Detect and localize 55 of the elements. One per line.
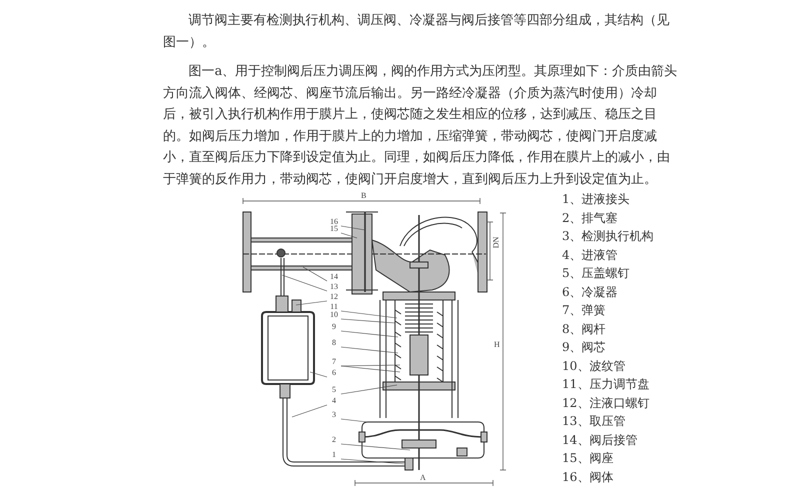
parts-list-item: 14、阀后接管 — [562, 432, 638, 446]
parts-list-item: 11、压力调节盘 — [562, 377, 650, 391]
callout-number: 3 — [327, 410, 341, 419]
leader-line — [340, 346, 398, 354]
paragraph: 调节阀主要有检测执行机构、调压阀、冷凝器与阀后接管等四部分组成，其结构（见图一）。 — [163, 12, 671, 52]
parts-list-item: 15、阀座 — [562, 451, 614, 465]
paragraph: 图一a、用于控制阀后压力调压阀，阀的作用方式为压闭型。其原理如下：介质由箭头方向流入阀体、经阀芯、阀座节流后输出。另一路经冷凝器（介质为蒸汽时使用）冷却后，被引入执行机构作用于膜片上，使阀芯随之发生相应的位移，达到减压、稳压之目的。如阀后压力增加，作用于膜片上的力增加，压缩弹簧，带动阀芯，使阀门开启度减小，直至阀后压力下降到设定值为止。同理，如阀后压力降低，作用在膜片上的减小，由于弹簧的反作用力，带动阀芯，使阀门开启度增大，直到阀后压力上升到设定值为止。 — [163, 63, 678, 188]
callout-number: 13 — [327, 282, 341, 291]
parts-list-item: 8、阀杆 — [562, 322, 606, 336]
leader-line — [302, 266, 328, 282]
parts-list-item: 13、取压管 — [562, 414, 626, 428]
parts-list-item: 7、弹簧 — [562, 303, 606, 317]
callout-number: 15 — [327, 224, 341, 233]
parts-list-item: 9、阀芯 — [562, 340, 606, 354]
parts-list-item: 5、压盖螺钉 — [562, 266, 630, 280]
callout-number: 12 — [327, 292, 341, 301]
parts-list-item: 12、注液口螺钉 — [562, 396, 650, 410]
callout-number: 16 — [327, 217, 341, 226]
parts-list-item: 6、冷凝器 — [562, 284, 618, 298]
dimension-label: DN — [491, 236, 500, 248]
callout-number: 7 — [327, 357, 341, 366]
leader-line — [340, 330, 398, 338]
parts-list-item: 1、进液接头 — [562, 192, 630, 206]
leader-line — [282, 274, 328, 292]
callout-number: 6 — [327, 368, 341, 377]
dimension-label: B — [361, 191, 366, 200]
leader-line — [340, 310, 398, 318]
parts-list-item: 2、排气塞 — [562, 210, 618, 224]
leader-line — [340, 226, 366, 230]
parts-list-item: 10、波纹管 — [562, 358, 626, 372]
callout-number: 1 — [327, 450, 341, 459]
callout-number: 14 — [327, 272, 341, 281]
leader-line — [340, 364, 400, 366]
callout-number: 11 — [327, 302, 341, 311]
callout-number: 4 — [327, 396, 341, 405]
dimension-label: A — [420, 473, 426, 482]
parts-list-item: 4、进液管 — [562, 248, 618, 262]
callout-number: 5 — [327, 385, 341, 394]
dimension-label: H — [494, 340, 500, 349]
callout-number: 9 — [327, 322, 341, 331]
leader-line — [296, 300, 328, 306]
leader-line — [340, 444, 410, 450]
leader-line — [340, 458, 406, 464]
leader-line — [340, 318, 396, 324]
leader-line — [310, 372, 328, 378]
leader-line — [340, 366, 400, 372]
leader-line — [340, 384, 398, 394]
parts-list-item: 3、检测执行机构 — [562, 229, 654, 243]
leader-line — [340, 418, 368, 422]
parts-list-item: 16、阀体 — [562, 470, 614, 484]
leader-line — [340, 232, 358, 238]
callout-number: 2 — [327, 435, 341, 444]
leader-line — [292, 404, 328, 418]
callout-number: 10 — [327, 310, 341, 319]
callout-number: 8 — [327, 338, 341, 347]
